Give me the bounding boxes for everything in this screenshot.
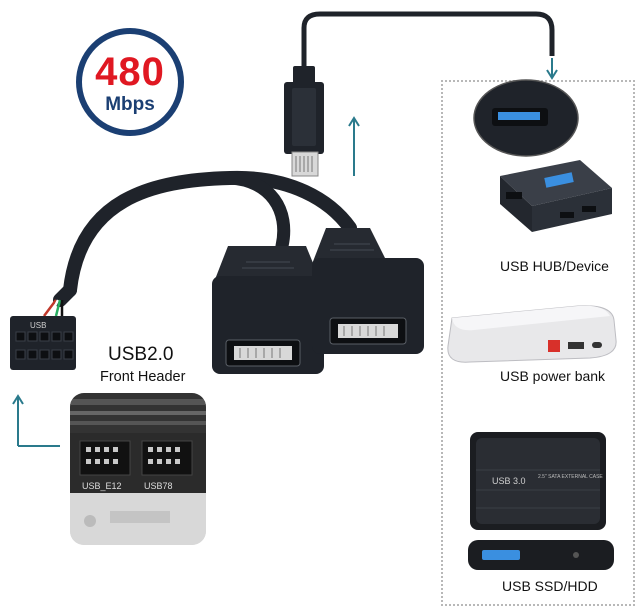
top-cable xyxy=(301,11,555,70)
speed-badge: 480 Mbps xyxy=(76,28,184,136)
ssd-enclosure-image: USB 3.0 2.5" SATA EXTERNAL CASE xyxy=(470,432,606,530)
usb2-label: USB2.0 xyxy=(108,344,174,365)
usb-port-zoom xyxy=(473,79,579,157)
front-panel-connector xyxy=(284,66,324,177)
board-silk-2: USB78 xyxy=(144,481,173,491)
cable-a xyxy=(63,170,357,297)
cable-b xyxy=(223,171,291,253)
header-silk: USB xyxy=(30,321,46,330)
enclosure-title: USB 3.0 xyxy=(492,476,526,486)
usb-hub-image xyxy=(500,160,612,232)
board-silk-1: USB_E12 xyxy=(82,481,122,491)
female-connector-left xyxy=(212,246,324,374)
ssd-side-image xyxy=(468,540,614,570)
speed-unit: Mbps xyxy=(105,94,155,115)
usb-header-connector: USB xyxy=(10,316,76,370)
power-bank-label: USB power bank xyxy=(500,368,606,384)
female-connector-right xyxy=(312,228,424,354)
speed-number: 480 xyxy=(95,50,165,94)
motherboard-photo: USB_E12 USB78 xyxy=(70,393,206,545)
enclosure-sub: 2.5" SATA EXTERNAL CASE xyxy=(538,474,603,480)
front-header-label: Front Header xyxy=(100,369,186,385)
ssd-label: USB SSD/HDD xyxy=(502,578,598,594)
power-bank-image xyxy=(447,305,617,363)
hub-label: USB HUB/Device xyxy=(500,258,609,274)
